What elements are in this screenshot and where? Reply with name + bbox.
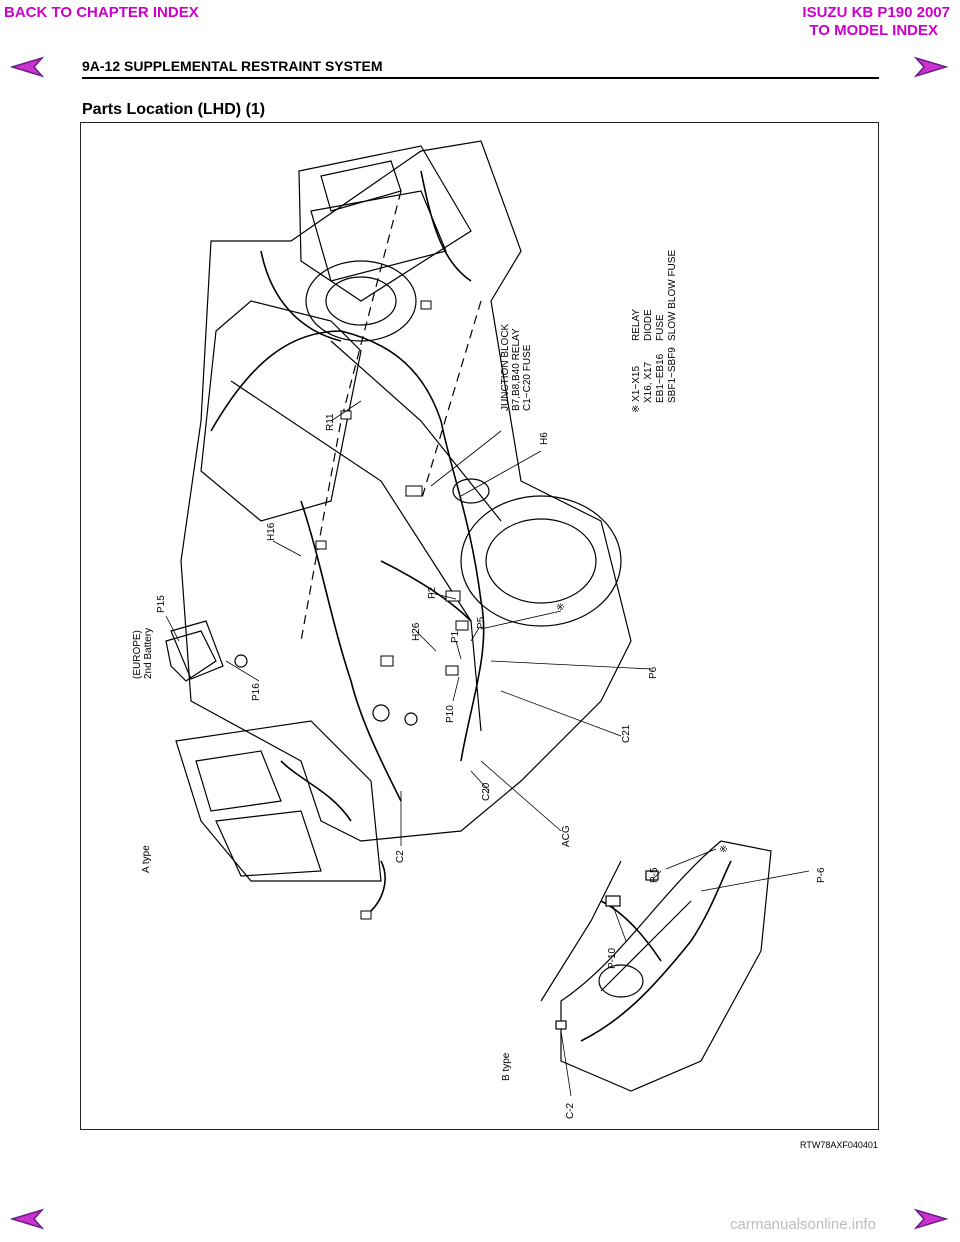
label-p-5: P-5: [649, 867, 660, 883]
b-type-inset: [540, 840, 772, 1092]
label-c-2: C-2: [565, 1102, 576, 1119]
label-relay-line: B7,B8,B40 RELAY: [511, 328, 522, 411]
label-p-10: P-10: [607, 947, 618, 969]
figure-labels: JUNCTION BLOCK B7,B8,B40 RELAY C1~C20 FU…: [132, 250, 827, 1119]
label-p16: P16: [251, 683, 262, 701]
label-ref-mark-b: ※: [719, 845, 730, 853]
vehicle-body-outline: [165, 140, 632, 882]
label-europe: (EUROPE): [132, 630, 143, 679]
label-r11: R11: [325, 413, 336, 431]
header-divider: [82, 77, 879, 79]
parts-location-figure: JUNCTION BLOCK B7,B8,B40 RELAY C1~C20 FU…: [80, 122, 879, 1130]
label-battery: 2nd Battery: [143, 628, 154, 679]
label-ref-mark-main: ※: [556, 603, 567, 611]
label-c20: C20: [481, 782, 492, 801]
page-header-title: 9A-12 SUPPLEMENTAL RESTRAINT SYSTEM: [82, 58, 383, 74]
label-p15: P15: [156, 595, 167, 613]
previous-page-arrow-icon[interactable]: [10, 56, 44, 78]
next-page-arrow-icon-bottom[interactable]: [914, 1208, 948, 1230]
label-c21: C21: [621, 724, 632, 743]
manual-title-link[interactable]: ISUZU KB P190 2007: [802, 4, 950, 21]
legend-eb: EB1~EB16: [655, 353, 666, 403]
legend-diode: DIODE: [643, 309, 654, 341]
label-p1: P1: [450, 630, 461, 643]
label-a-type: A type: [141, 845, 152, 873]
wiring-harness-illustration: JUNCTION BLOCK B7,B8,B40 RELAY C1~C20 FU…: [132, 140, 827, 1119]
label-h16: H16: [266, 522, 277, 541]
legend-x16: X16, X17: [643, 361, 654, 403]
label-p-6: P-6: [816, 867, 827, 883]
legend-relay: RELAY: [631, 309, 642, 341]
label-fuse-line: C1~C20 FUSE: [522, 344, 533, 411]
label-h6: H6: [539, 432, 550, 445]
label-p2: P2: [427, 586, 438, 599]
main-harness: [210, 170, 485, 912]
next-page-arrow-icon[interactable]: [914, 56, 948, 78]
label-h26: H26: [411, 622, 422, 641]
watermark: carmanualsonline.info: [730, 1216, 876, 1233]
label-c2: C2: [395, 850, 406, 863]
leader-lines: [165, 400, 810, 1097]
label-b-type: B type: [501, 1052, 512, 1081]
legend-fuse: FUSE: [655, 314, 666, 341]
legend-sbf-desc: SLOW BLOW FUSE: [667, 250, 678, 341]
legend-x1: ※ X1~X15: [631, 366, 642, 413]
label-p10: P10: [445, 705, 456, 723]
label-junction-block: JUNCTION BLOCK: [500, 323, 511, 411]
previous-page-arrow-icon-bottom[interactable]: [10, 1208, 44, 1230]
figure-code: RTW78AXF040401: [800, 1140, 878, 1150]
label-acg: ACG: [561, 825, 572, 847]
to-model-index-link[interactable]: TO MODEL INDEX: [809, 22, 938, 39]
label-p6: P6: [648, 666, 659, 679]
section-title: Parts Location (LHD) (1): [82, 101, 266, 118]
back-to-chapter-index-link[interactable]: BACK TO CHAPTER INDEX: [4, 4, 199, 21]
label-p5: P5: [476, 616, 487, 629]
legend-sbf: SBF1~SBF9: [667, 347, 678, 403]
